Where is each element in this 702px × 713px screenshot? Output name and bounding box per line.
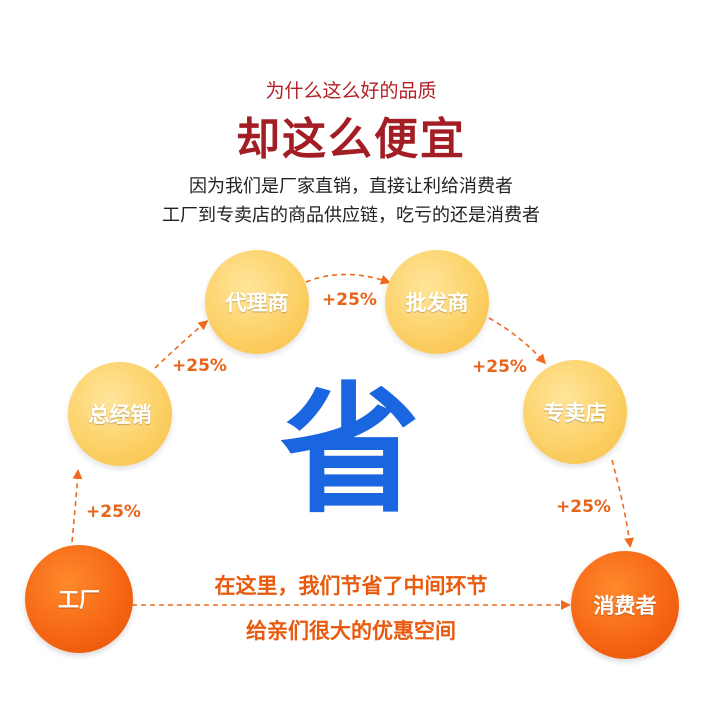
markup-agent-to-wholesaler: +25%: [322, 290, 377, 310]
message-line-1: 在这里，我们节省了中间环节: [214, 574, 488, 598]
node-general-distributor: 总经销: [68, 362, 172, 466]
node-agent: 代理商: [205, 250, 309, 354]
markup-factory-to-general: +25%: [86, 502, 141, 522]
subtitle: 为什么这么好的品质: [265, 80, 437, 102]
description-line-1: 因为我们是厂家直销，直接让利给消费者: [189, 176, 513, 197]
arrow-agent-to-wholesaler: [305, 273, 391, 285]
save-character: 省: [279, 370, 420, 533]
description-line-2: 工厂到专卖店的商品供应链，吃亏的还是消费者: [162, 205, 540, 226]
node-consumer: 消费者: [571, 551, 679, 659]
node-store: 专卖店: [523, 360, 627, 464]
node-wholesaler: 批发商: [385, 250, 489, 354]
markup-wholesaler-to-store: +25%: [472, 357, 527, 377]
markup-general-to-agent: +25%: [172, 356, 227, 376]
arrow-store-to-consumer: [611, 459, 635, 548]
markup-store-to-consumer: +25%: [556, 497, 611, 517]
arrow-factory-to-general: [71, 469, 83, 543]
page-title: 却这么便宜: [236, 114, 466, 165]
arrow-wholesaler-to-store: [488, 317, 546, 365]
node-factory: 工厂: [25, 545, 133, 653]
message-line-2: 给亲们很大的优惠空间: [246, 619, 456, 643]
